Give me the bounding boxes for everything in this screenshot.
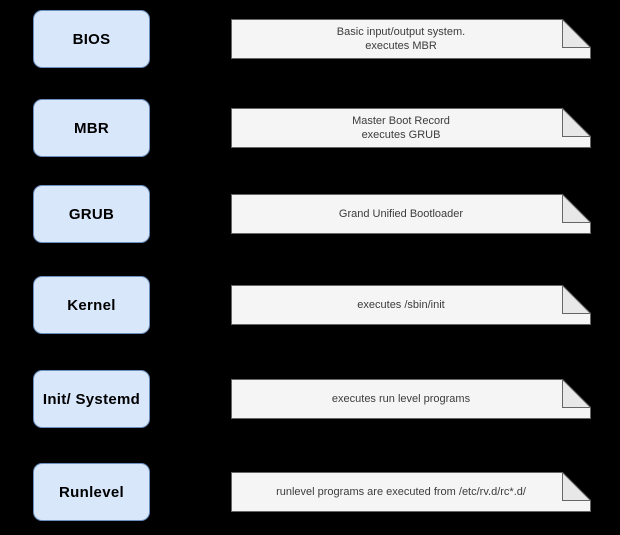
- stage-box-kernel: Kernel: [33, 276, 150, 334]
- note-shape: [231, 194, 591, 234]
- note-shape: [231, 472, 591, 512]
- folded-corner-icon: [562, 379, 591, 408]
- note-kernel: executes /sbin/init: [231, 285, 591, 325]
- note-init-systemd: executes run level programs: [231, 379, 591, 419]
- folded-corner-icon: [562, 108, 591, 137]
- note-text: executes /sbin/init: [357, 299, 445, 311]
- note-text: runlevel programs are executed from /etc…: [276, 486, 526, 498]
- boot-step-row-bios: BIOS Basic input/output system. executes…: [0, 10, 620, 68]
- note-text: executes run level programs: [331, 393, 471, 405]
- note-shape: [231, 379, 591, 419]
- stage-box-bios: BIOS: [33, 10, 150, 68]
- note-shape: [231, 285, 591, 325]
- stage-label: Init/ Systemd: [42, 390, 141, 408]
- folded-corner-icon: [562, 19, 591, 48]
- stage-label: Runlevel: [59, 483, 124, 501]
- stage-label: MBR: [73, 119, 110, 137]
- boot-step-row-runlevel: Runlevel runlevel programs are executed …: [0, 463, 620, 521]
- stage-box-init-systemd: Init/ Systemd: [33, 370, 150, 428]
- note-mbr: Master Boot Record executes GRUB: [231, 108, 591, 148]
- folded-corner-icon: [562, 194, 591, 223]
- stage-label: Kernel: [67, 296, 116, 314]
- boot-step-row-init-systemd: Init/ Systemd executes run level program…: [0, 370, 620, 428]
- note-shape: [231, 19, 591, 59]
- stage-label: BIOS: [72, 30, 111, 48]
- note-text: Master Boot Record executes GRUB: [352, 115, 450, 141]
- stage-box-runlevel: Runlevel: [33, 463, 150, 521]
- note-text: Basic input/output system. executes MBR: [336, 26, 466, 52]
- note-bios: Basic input/output system. executes MBR: [231, 19, 591, 59]
- boot-step-row-mbr: MBR Master Boot Record executes GRUB: [0, 99, 620, 157]
- note-runlevel: runlevel programs are executed from /etc…: [231, 472, 591, 512]
- boot-step-row-grub: GRUB Grand Unified Bootloader: [0, 185, 620, 243]
- note-grub: Grand Unified Bootloader: [231, 194, 591, 234]
- note-text: Grand Unified Bootloader: [338, 208, 464, 220]
- stage-box-mbr: MBR: [33, 99, 150, 157]
- folded-corner-icon: [562, 285, 591, 314]
- stage-box-grub: GRUB: [33, 185, 150, 243]
- folded-corner-icon: [562, 472, 591, 501]
- note-shape: [231, 108, 591, 148]
- boot-step-row-kernel: Kernel executes /sbin/init: [0, 276, 620, 334]
- stage-label: GRUB: [68, 205, 115, 223]
